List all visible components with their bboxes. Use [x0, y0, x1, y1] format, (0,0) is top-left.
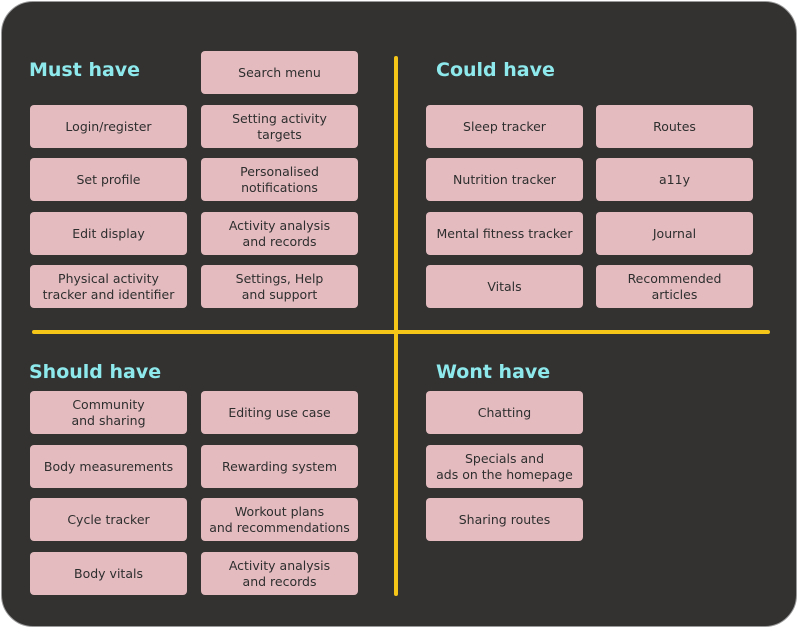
sticky-note-settings-help-support[interactable]: Settings, Help and support — [201, 265, 358, 308]
sticky-note-routes[interactable]: Routes — [596, 105, 753, 148]
sticky-note-activity-analysis[interactable]: Activity analysis and records — [201, 212, 358, 255]
wont-have-heading: Wont have — [436, 361, 551, 383]
sticky-note-personalised-notifications[interactable]: Personalised notifications — [201, 158, 358, 201]
sticky-note-journal[interactable]: Journal — [596, 212, 753, 255]
sticky-note-sleep-tracker[interactable]: Sleep tracker — [426, 105, 583, 148]
sticky-note-set-profile[interactable]: Set profile — [30, 158, 187, 201]
should-have-heading: Should have — [29, 361, 162, 383]
sticky-note-vitals[interactable]: Vitals — [426, 265, 583, 308]
sticky-note-physical-activity-tracker[interactable]: Physical activity tracker and identifier — [30, 265, 187, 308]
sticky-note-mental-fitness-tracker[interactable]: Mental fitness tracker — [426, 212, 583, 255]
sticky-note-body-vitals[interactable]: Body vitals — [30, 552, 187, 595]
sticky-note-a11y[interactable]: a11y — [596, 158, 753, 201]
sticky-note-recommended-articles[interactable]: Recommended articles — [596, 265, 753, 308]
sticky-note-sharing-routes[interactable]: Sharing routes — [426, 498, 583, 541]
could-have-heading: Could have — [436, 59, 555, 81]
must-have-heading: Must have — [29, 59, 141, 81]
sticky-note-chatting[interactable]: Chatting — [426, 391, 583, 434]
sticky-note-cycle-tracker[interactable]: Cycle tracker — [30, 498, 187, 541]
sticky-note-specials-ads[interactable]: Specials and ads on the homepage — [426, 445, 583, 488]
sticky-note-setting-activity-targets[interactable]: Setting activity targets — [201, 105, 358, 148]
sticky-note-activity-analysis-2[interactable]: Activity analysis and records — [201, 552, 358, 595]
vertical-divider — [394, 56, 398, 596]
sticky-note-rewarding-system[interactable]: Rewarding system — [201, 445, 358, 488]
horizontal-divider — [32, 330, 770, 334]
sticky-note-login-register[interactable]: Login/register — [30, 105, 187, 148]
sticky-note-editing-use-case[interactable]: Editing use case — [201, 391, 358, 434]
sticky-note-nutrition-tracker[interactable]: Nutrition tracker — [426, 158, 583, 201]
sticky-note-body-measurements[interactable]: Body measurements — [30, 445, 187, 488]
sticky-note-community-sharing[interactable]: Community and sharing — [30, 391, 187, 434]
sticky-note-workout-plans[interactable]: Workout plans and recommendations — [201, 498, 358, 541]
sticky-note-search-menu[interactable]: Search menu — [201, 51, 358, 94]
sticky-note-edit-display[interactable]: Edit display — [30, 212, 187, 255]
